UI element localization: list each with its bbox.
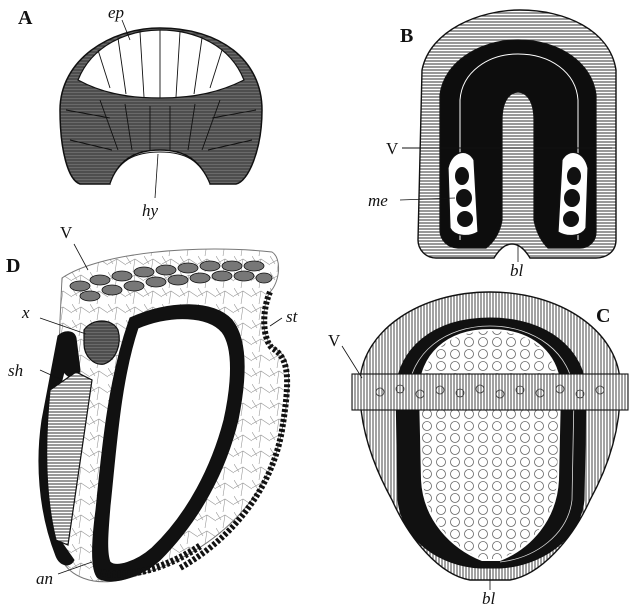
panel-d-letter: D [6, 255, 20, 277]
panel-b: B V me bl [368, 10, 616, 280]
panel-a-label-hy: hy [142, 201, 159, 220]
panel-d-label-v: V [60, 223, 73, 242]
panel-b-letter: B [400, 25, 413, 47]
panel-a-letter: A [18, 7, 33, 29]
panel-d: D V x [6, 223, 299, 588]
panel-c: C V bl [328, 292, 628, 607]
panel-b-label-bl: bl [510, 261, 524, 280]
panel-c-label-v: V [328, 331, 341, 350]
panel-c-letter: C [596, 305, 610, 327]
panel-b-label-v: V [386, 139, 399, 158]
panel-c-v-band [352, 374, 628, 410]
panel-d-v-leader [74, 244, 88, 270]
panel-b-label-me: me [368, 191, 388, 210]
panel-a: A ep hy [18, 3, 262, 220]
panel-d-st-leader [270, 318, 282, 326]
panel-c-v-leader [342, 346, 362, 378]
panel-c-yolk [420, 330, 560, 560]
panel-d-label-an: an [36, 569, 53, 588]
panel-c-label-bl: bl [482, 589, 496, 607]
panel-d-label-sh: sh [8, 361, 23, 380]
panel-d-label-st: st [286, 307, 299, 326]
panel-a-label-ep: ep [108, 3, 124, 22]
panel-d-label-x: x [21, 303, 30, 322]
